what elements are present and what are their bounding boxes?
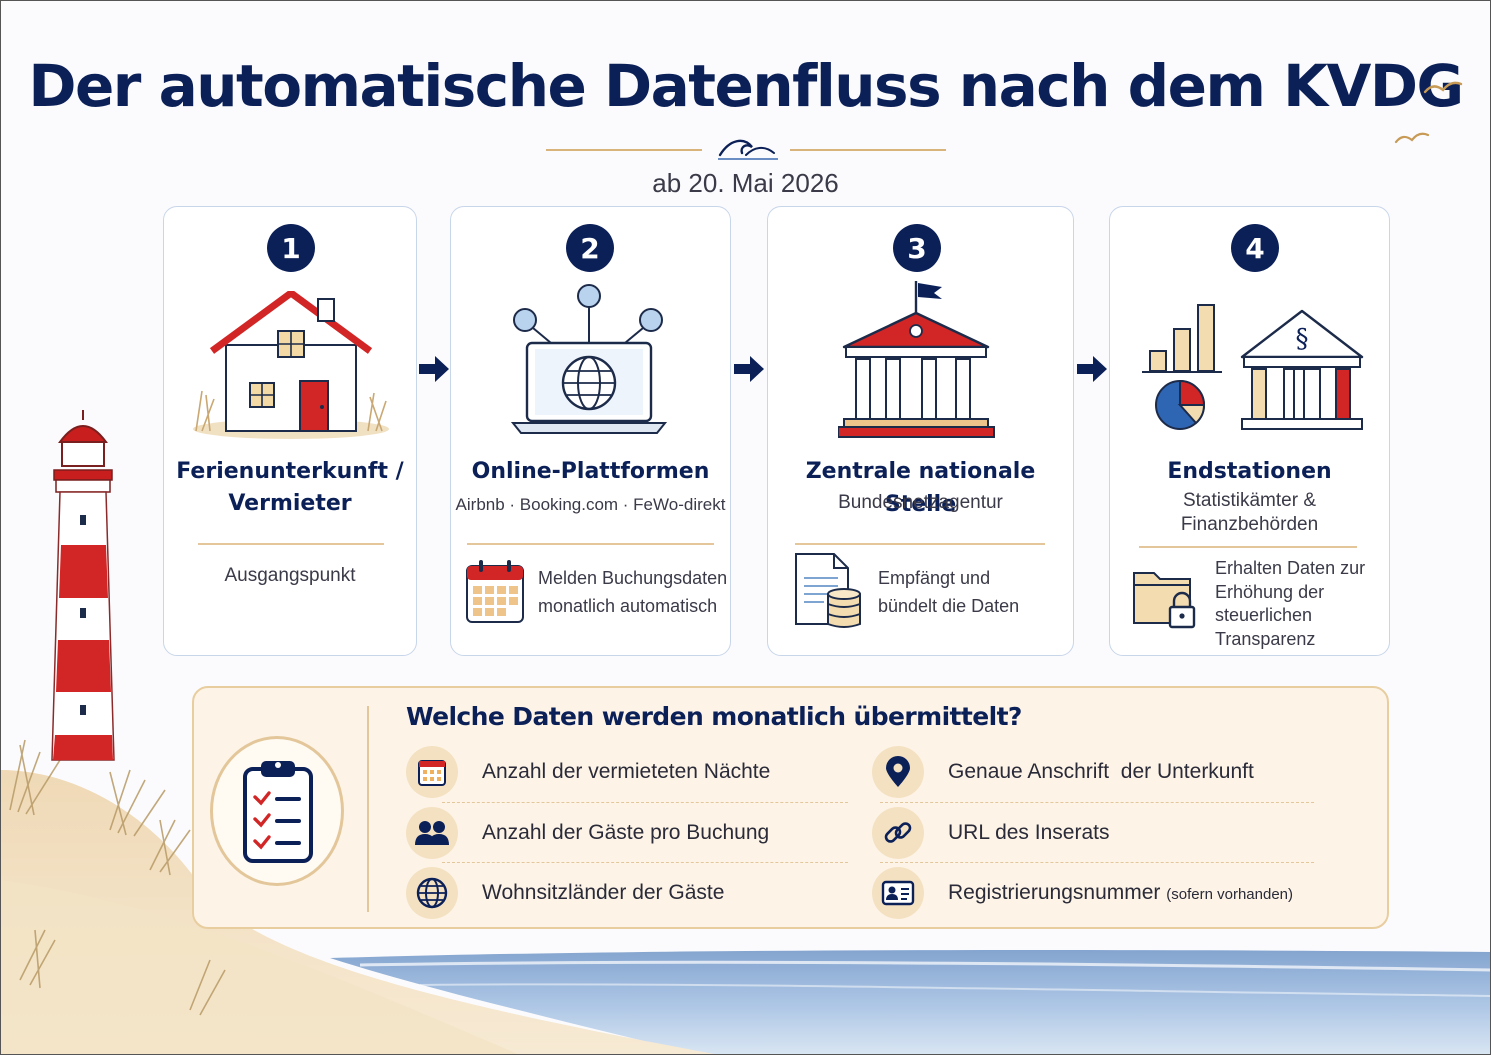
laptop-network-icon [510, 284, 668, 434]
step-card-bundesnetzagentur: 3 Zentrale nationale Stelle Bundesnetzag… [767, 206, 1074, 656]
data-item-naechte: Anzahl der vermieteten Nächte [406, 743, 770, 801]
globe-icon [416, 877, 448, 909]
item-divider [442, 802, 848, 803]
step-card-endstationen: 4 § Endstationen Statistikämter & Finanz… [1109, 206, 1390, 656]
data-item-label: Wohnsitzländer der Gäste [482, 881, 725, 904]
step-number: 2 [566, 224, 614, 272]
data-item-label: Genaue Anschrift der Unterkunft [948, 760, 1254, 783]
seagull-icon [1394, 132, 1430, 144]
title-rule-left [546, 149, 702, 151]
data-item-anschrift: Genaue Anschrift der Unterkunft [872, 743, 1254, 801]
calendar-icon [466, 560, 524, 623]
house-icon [193, 291, 389, 439]
step-note: Ausgangspunkt [224, 565, 356, 586]
sea [330, 950, 1491, 1055]
svg-text:§: § [1296, 324, 1309, 354]
link-icon [884, 822, 912, 843]
dune-grass [9, 739, 226, 1016]
step-title: Endstationen [1167, 459, 1332, 484]
calendar-icon [418, 760, 446, 786]
step-number: 4 [1231, 224, 1279, 272]
step-title: Zentrale nationale Stelle [805, 459, 1036, 517]
step-card-plattformen: 2 Online-Plattformen Airbnb · Booking.co… [450, 206, 731, 656]
step-number: 3 [893, 224, 941, 272]
step-subtitle: Bundesnetzagentur [838, 492, 1003, 513]
document-database-icon [795, 553, 861, 628]
step-note: Melden Buchungsdaten monatlich automatis… [538, 568, 728, 616]
step-note: Empfängt und bündelt die Daten [878, 568, 1020, 616]
data-item-label: Anzahl der Gäste pro Buchung [482, 821, 770, 844]
step-card-vermieter: 1 Ferienunterkunft / Vermieter Ausgangsp… [163, 206, 417, 656]
users-icon [415, 821, 449, 845]
statistics-chart-icon [1142, 304, 1222, 430]
step-title-line2: Vermieter [228, 491, 352, 516]
arrow-right-icon [734, 356, 764, 382]
location-pin-icon [886, 756, 910, 787]
step-note: Erhalten Daten zur Erhöhung der steuerli… [1215, 558, 1366, 649]
card-divider [467, 543, 714, 545]
secure-folder-icon [1133, 572, 1196, 629]
data-item-label: Registrierungsnummer (sofern vorhanden) [948, 881, 1294, 904]
page-subtitle: ab 20. Mai 2026 [652, 168, 839, 198]
clipboard-badge [210, 736, 344, 886]
step-title: Online-Plattformen [471, 459, 710, 484]
step-subtitle: Statistikämter & [1182, 490, 1317, 511]
title-rule-right [790, 149, 946, 151]
data-item-label: URL des Inserats [948, 821, 1110, 844]
item-divider [442, 862, 848, 863]
data-item-label-suffix: (sofern vorhanden) [1166, 886, 1294, 903]
panel-divider [367, 706, 369, 912]
card-divider [1139, 546, 1357, 548]
finance-authority-building-icon: § [1240, 309, 1364, 430]
wave-icon [718, 139, 778, 160]
government-building-icon [838, 281, 995, 438]
step-subtitle-line2: Finanzbehörden [1180, 514, 1319, 535]
arrow-right-icon [419, 356, 449, 382]
data-item-registrierungsnummer: Registrierungsnummer (sofern vorhanden) [872, 864, 1293, 922]
lighthouse [51, 410, 115, 761]
data-item-url: URL des Inserats [872, 804, 1109, 862]
card-divider [198, 543, 384, 545]
data-item-label: Anzahl der vermieteten Nächte [482, 760, 771, 783]
data-item-gaeste: Anzahl der Gäste pro Buchung [406, 804, 769, 862]
item-divider [880, 802, 1314, 803]
item-divider [880, 862, 1314, 863]
data-item-wohnsitzlaender: Wohnsitzländer der Gäste [406, 864, 724, 922]
page-title: Der automatische Datenfluss nach dem KVD… [28, 52, 1464, 120]
seagull-icon [1423, 81, 1463, 94]
step-number: 1 [267, 224, 315, 272]
clipboard-checklist-icon [243, 761, 313, 863]
card-divider [795, 543, 1045, 545]
arrow-right-icon [1077, 356, 1107, 382]
step-title: Ferienunterkunft / [176, 459, 404, 484]
panel-title: Welche Daten werden monatlich übermittel… [406, 702, 1022, 731]
transmitted-data-panel: Welche Daten werden monatlich übermittel… [192, 686, 1389, 929]
id-card-icon [881, 880, 915, 906]
step-platform-list: Airbnb · Booking.com · FeWo-direkt [455, 495, 726, 514]
